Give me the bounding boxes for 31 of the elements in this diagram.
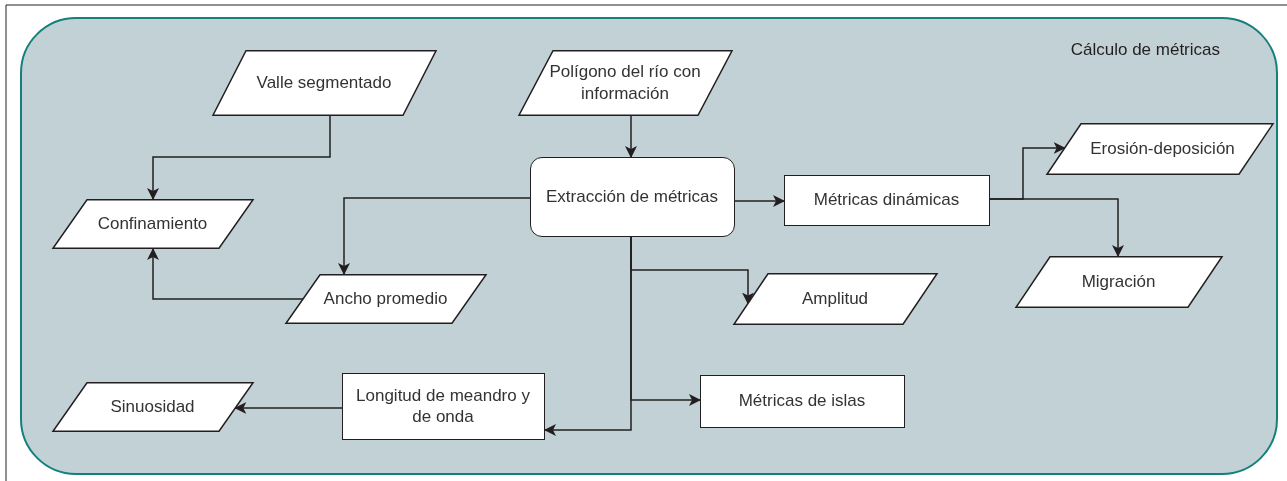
data-parallelogram bbox=[1015, 255, 1222, 308]
node-label: Amplitud bbox=[801, 287, 869, 310]
node-label: Migración bbox=[1081, 270, 1156, 293]
arrow bbox=[543, 235, 632, 436]
node-label: Extracción de métricas bbox=[546, 185, 718, 208]
data-parallelogram bbox=[52, 198, 253, 249]
arrow bbox=[733, 194, 785, 207]
node-label: Polígono del río con información bbox=[548, 61, 702, 104]
process-box bbox=[699, 374, 905, 428]
process-box bbox=[341, 372, 545, 440]
node-label: Métricas dinámicas bbox=[813, 189, 960, 211]
arrow bbox=[988, 197, 1124, 257]
arrow bbox=[337, 196, 531, 275]
node-label: Longitud de meandro y de onda bbox=[355, 384, 531, 428]
process-box bbox=[783, 174, 990, 226]
node-label: Ancho promedio bbox=[323, 287, 448, 310]
node-label: Sinuosidad bbox=[110, 395, 195, 418]
rounded-process-box bbox=[529, 156, 735, 237]
arrow bbox=[624, 114, 637, 158]
node-label: Métricas de islas bbox=[738, 390, 866, 412]
node-label: Valle segmentado bbox=[256, 71, 392, 94]
node-label: Erosión-deposición bbox=[1090, 137, 1235, 160]
data-parallelogram bbox=[518, 49, 732, 116]
data-parallelogram bbox=[212, 49, 436, 116]
data-parallelogram bbox=[733, 272, 937, 325]
arrow bbox=[146, 114, 331, 200]
panel-title: Cálculo de métricas bbox=[1070, 40, 1220, 60]
data-parallelogram bbox=[285, 273, 486, 324]
data-parallelogram bbox=[52, 381, 253, 432]
data-parallelogram bbox=[1046, 122, 1273, 175]
node-label: Confinamiento bbox=[97, 212, 208, 235]
